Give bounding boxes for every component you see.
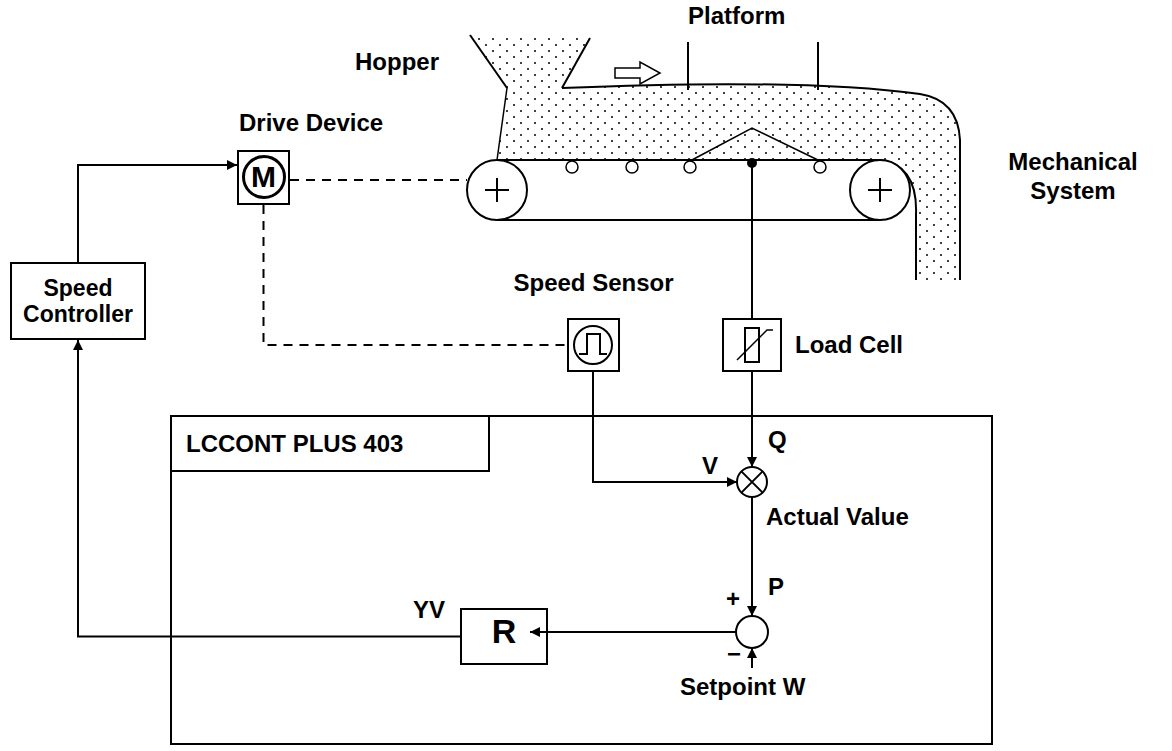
housing-tab: LCCONT PLUS 403 [172,417,490,472]
weigh-platform [690,128,820,161]
signal-name: Q [768,426,787,455]
signal-connector [78,340,460,637]
roller [684,161,696,173]
signal-name: V [702,452,718,481]
material-stipple [470,35,960,280]
belt [497,219,880,221]
controller-box: R [460,608,548,665]
part-label: Platform [688,2,785,31]
node-heading: Load Cell [795,331,903,360]
pulley [467,160,527,220]
controller-housing: LCCONT PLUS 403R [170,415,993,745]
pulley-cross [868,178,892,202]
platform-tick [817,42,819,90]
load-cell-box: Load Cell [722,318,782,372]
hopper-wall [470,35,507,88]
direction-arrow [615,62,660,84]
pulley-cross [485,178,509,202]
signal-connector [78,165,237,262]
motor-symbol: M [242,155,286,199]
roller [566,161,578,173]
material-outline [497,88,507,160]
load-wire [751,163,753,318]
signal-name: P [768,573,784,602]
process-box: Speed Controller [10,262,146,340]
signal-wire [751,648,753,668]
part-label: Hopper [355,48,439,77]
signal-wire [751,497,753,616]
node-text: Speed Controller [18,275,138,328]
drive-device-box: Drive DeviceM [237,150,290,205]
sensor-symbol [574,326,612,364]
signal-name: Actual Value [766,503,909,532]
signal-name: YV [413,596,445,625]
resistor-symbol [737,330,773,360]
roller [626,161,638,173]
sign-label: + [726,585,740,614]
multiplier-junction [737,467,767,497]
material-outline [562,84,960,280]
platform-tick [687,42,689,90]
sign-label: − [727,640,741,669]
multiplier-cross [741,471,762,492]
node-heading: Drive Device [239,109,383,138]
sensor-box: Speed Sensor [567,318,620,372]
signal-wire [751,372,753,467]
part-label: Mechanical System [978,148,1168,206]
hopper-wall [562,38,590,88]
signal-wire [593,372,737,482]
signal-wire [530,631,736,633]
pulse-symbol [579,334,607,354]
node-text: R [462,610,546,653]
pulley [850,160,910,220]
signal-name: Setpoint W [680,673,805,702]
roller [814,161,826,173]
mechanical-coupling [290,179,467,181]
node-heading: Speed Sensor [513,269,673,298]
